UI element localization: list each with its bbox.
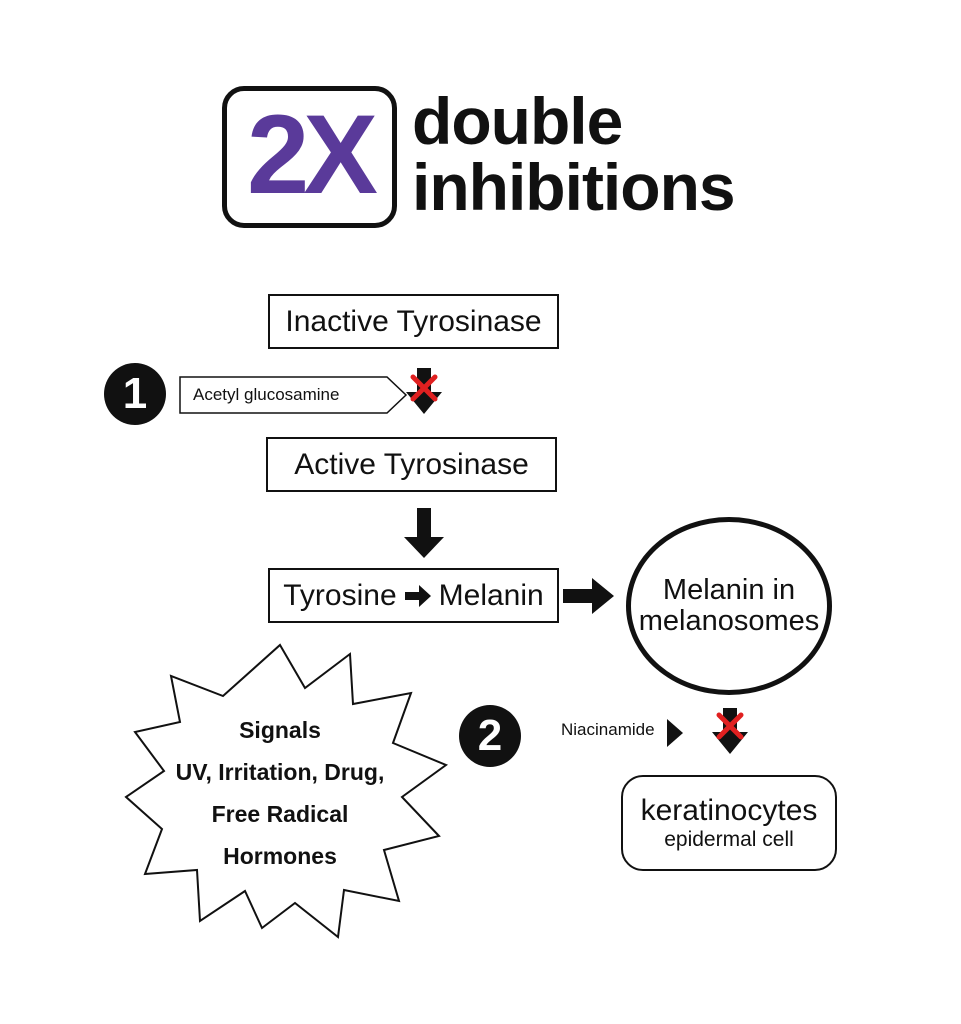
- tyrosine-label: Tyrosine: [283, 578, 397, 612]
- active-tyrosinase-box: Active Tyrosinase: [266, 437, 557, 492]
- active-tyrosinase-label: Active Tyrosinase: [294, 447, 529, 481]
- step-2-number: 2: [477, 711, 503, 760]
- 2x-badge: 2X: [222, 86, 397, 228]
- niacinamide-label: Niacinamide: [561, 720, 655, 739]
- melanosome-line-1: Melanin in: [662, 573, 796, 606]
- acetyl-glucosamine-label: Acetyl glucosamine: [193, 385, 340, 404]
- niacinamide-tag: Niacinamide: [561, 720, 655, 740]
- signals-line-1: Signals: [239, 717, 321, 743]
- keratinocytes-subtitle: epidermal cell: [664, 828, 794, 852]
- title-line-2: inhibitions: [412, 150, 736, 224]
- tag-arrow-outline: [179, 376, 408, 414]
- melanosome-line-2: melanosomes: [638, 605, 820, 637]
- step-1-number: 1: [122, 369, 148, 418]
- step-1-badge: 1: [104, 363, 166, 425]
- blocked-down-arrow-1-icon: [406, 368, 442, 414]
- signals-text: Signals UV, Irritation, Drug, Free Radic…: [150, 710, 410, 877]
- keratinocytes-title: keratinocytes: [640, 793, 818, 827]
- step-2-badge: 2: [459, 705, 521, 767]
- inactive-tyrosinase-label: Inactive Tyrosinase: [285, 304, 542, 338]
- tyrosine-melanin-box: Tyrosine Melanin: [268, 568, 559, 623]
- right-arrow-to-melanosome-icon: [563, 578, 614, 614]
- badge-text: 2X: [247, 92, 378, 217]
- keratinocytes-box: keratinocytes epidermal cell: [621, 775, 837, 871]
- signals-starburst: [124, 643, 449, 939]
- signals-line-2: UV, Irritation, Drug,: [175, 758, 385, 785]
- melanin-label: Melanin: [438, 578, 544, 612]
- down-arrow-icon: [404, 508, 444, 558]
- title-line-1: double: [412, 84, 623, 158]
- signals-line-4: Hormones: [223, 842, 337, 869]
- blocked-down-arrow-2-icon: [712, 708, 748, 754]
- acetyl-glucosamine-tag: Acetyl glucosamine: [179, 376, 409, 414]
- melanosome-circle: Melanin in melanosomes: [626, 517, 832, 695]
- right-arrow-icon: [404, 584, 431, 607]
- signals-line-3: Free Radical: [211, 800, 349, 827]
- inactive-tyrosinase-box: Inactive Tyrosinase: [268, 294, 559, 349]
- niacinamide-pointer-icon: [667, 719, 683, 747]
